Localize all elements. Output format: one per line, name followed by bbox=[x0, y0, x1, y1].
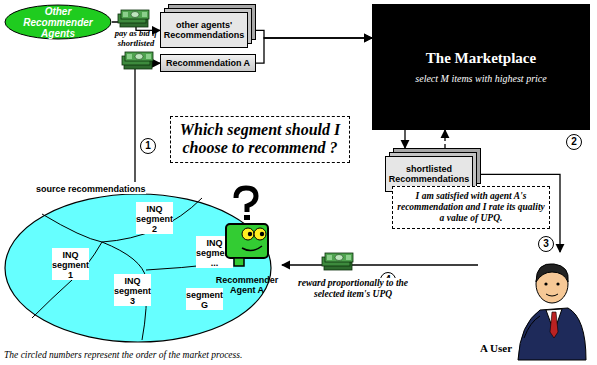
node-label: The Marketplace bbox=[426, 50, 536, 67]
node-label: INQ segment 1 bbox=[52, 248, 89, 280]
node-label: segment G bbox=[186, 288, 223, 310]
segment-region: INQ segment ... bbox=[162, 236, 214, 268]
speech-box: I am satisfied with agent A's recommenda… bbox=[392, 186, 550, 229]
node-label: INQ segment 3 bbox=[114, 274, 151, 306]
segment-region: INQ segment 2 bbox=[102, 202, 158, 234]
flow-arrow bbox=[282, 264, 478, 265]
recommendation-box: Recommendation A bbox=[160, 54, 256, 72]
figure-caption: The circled numbers represent the order … bbox=[4, 350, 242, 360]
segment-region: INQ segment 1 bbox=[18, 248, 74, 280]
node-label: Other Recommender Agents bbox=[14, 6, 102, 39]
flow-arrow bbox=[256, 30, 372, 38]
node-label: I am satisfied with agent A's recommenda… bbox=[397, 191, 545, 224]
stacked-box: other agents' Recommendations bbox=[160, 4, 256, 48]
node-label: Which segment should I choose to recomme… bbox=[175, 121, 345, 158]
node-label: A User bbox=[480, 342, 512, 354]
agent-ellipse: Other Recommender Agents bbox=[4, 4, 112, 40]
node-label: source recommendations bbox=[36, 182, 146, 194]
user-figure: A User bbox=[478, 252, 588, 360]
agent-figure: Recommender Agent A bbox=[212, 184, 282, 296]
flow-arrow bbox=[404, 130, 405, 148]
flow-arrow bbox=[256, 38, 372, 63]
node-label: INQ segment 2 bbox=[136, 202, 173, 234]
marketplace-box: The Marketplace select M items with highe… bbox=[372, 4, 590, 130]
money-icon bbox=[322, 253, 353, 270]
source-ellipse: source recommendationsINQ segment 2INQ s… bbox=[2, 178, 274, 346]
node-label: Recommender Agent A bbox=[212, 276, 282, 296]
callout-number: 3 bbox=[538, 236, 554, 252]
callout-number: 1 bbox=[140, 138, 156, 154]
thought-box: Which segment should I choose to recomme… bbox=[170, 116, 350, 163]
node-label: other agents' Recommendations bbox=[162, 20, 246, 41]
money-icon bbox=[122, 52, 153, 69]
node-label: Recommendation A bbox=[163, 58, 253, 68]
segment-region: segment G bbox=[152, 288, 208, 310]
node-subtitle: select M items with highest price bbox=[415, 73, 546, 85]
flow-arrow bbox=[444, 130, 445, 148]
money-icon bbox=[118, 10, 149, 27]
callout-number: 2 bbox=[566, 134, 582, 150]
segment-region: INQ segment 3 bbox=[80, 274, 136, 306]
reward-note: reward proportionally to the selected it… bbox=[288, 278, 418, 300]
pay-note: pay as bid if shortlisted bbox=[110, 28, 162, 48]
node-label: shortlisted Recommendations bbox=[387, 164, 471, 185]
